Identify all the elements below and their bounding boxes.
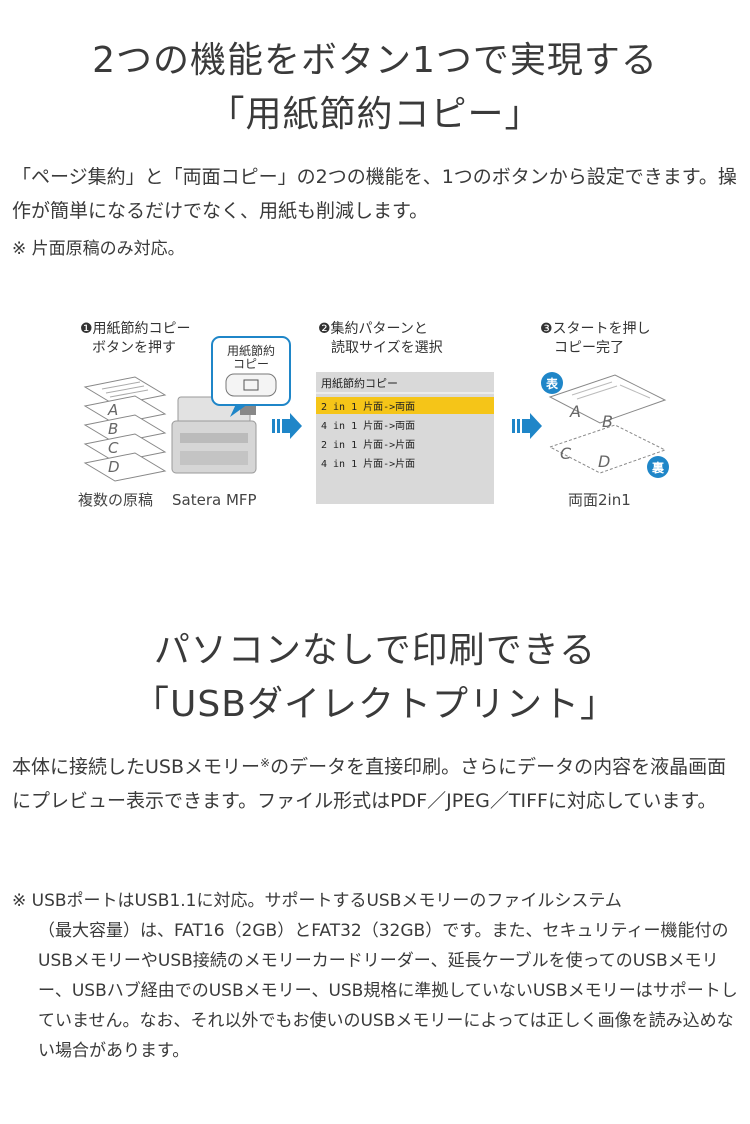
original-letter-b: B	[108, 420, 118, 438]
copy-flow-diagram: ❶用紙節約コピー ボタンを押す A B C D 用紙節約 コピー 複数の原稿 S…	[60, 305, 700, 524]
section2-description: 本体に接続したUSBメモリー※のデータを直接印刷。さらにデータの内容を液晶画面に…	[12, 750, 742, 818]
duplex-result-icon: A B C D	[548, 374, 667, 474]
section1-description: 「ページ集約」と「両面コピー」の2つの機能を、1つのボタンから設定できます。操作…	[12, 166, 737, 222]
callout-label-line2: コピー	[233, 357, 269, 371]
front-badge-icon	[541, 372, 563, 394]
section2-description-footnote-mark: ※	[260, 756, 271, 770]
button-callout: 用紙節約 コピー	[211, 336, 291, 417]
printer-label: Satera MFP	[172, 491, 257, 509]
result-label: 両面2in1	[568, 491, 631, 509]
menu-item-3: 2 in 1 片面->片面	[321, 438, 415, 451]
svg-text:C: C	[560, 444, 572, 463]
menu-item-2: 4 in 1 片面->両面	[321, 419, 415, 432]
section2-description-part2: のデータを直接印刷。さらにデータの内容を液晶画面にプレビュー表示できます。ファイ…	[12, 756, 727, 812]
svg-text:B: B	[602, 412, 613, 431]
menu-item-4: 4 in 1 片面->片面	[321, 457, 415, 470]
step2-label-line2: 読取サイズを選択	[331, 339, 443, 356]
svg-text:A: A	[569, 402, 581, 421]
section1-note: ※ 片面原稿のみ対応。	[12, 239, 185, 259]
arrow-right-icon	[272, 413, 302, 439]
section2-title-line1: パソコンなしで印刷できる	[153, 630, 597, 671]
step3-label-line1: ❸スタートを押し	[540, 321, 651, 337]
originals-label: 複数の原稿	[78, 491, 153, 509]
copy-flow-svg: ❶用紙節約コピー ボタンを押す A B C D 用紙節約 コピー 複数の原稿 S…	[78, 320, 669, 509]
menu-title: 用紙節約コピー	[321, 376, 398, 390]
printer-icon	[171, 396, 257, 474]
section2-note: ※ USBポートはUSB1.1に対応。サポートするUSBメモリーのファイルシステ…	[12, 886, 738, 1066]
arrow-right-icon	[512, 413, 542, 439]
section2-note-lead: ※ USBポートはUSB1.1に対応。サポートするUSBメモリーのファイルシステ…	[12, 891, 622, 911]
section2-note-body: （最大容量）は、FAT16（2GB）とFAT32（32GB）です。また、セキュリ…	[38, 921, 738, 1061]
step1-label-line1: ❶用紙節約コピー	[80, 320, 191, 337]
section2-title-line2: 「USBダイレクトプリント」	[133, 684, 617, 725]
step1-label-line2: ボタンを押す	[92, 340, 176, 356]
menu-item-1: 2 in 1 片面->両面	[321, 400, 415, 413]
section2-description-part1: 本体に接続したUSBメモリー	[12, 756, 261, 778]
front-badge-label: 表	[545, 376, 559, 391]
original-letter-c: C	[108, 439, 119, 457]
copy-button-icon	[225, 373, 277, 397]
section1-title-line1: 2つの機能をボタン1つで実現する	[92, 40, 658, 81]
original-letter-d: D	[108, 458, 120, 476]
back-badge-label: 裏	[651, 460, 665, 475]
stacked-originals-icon: A B C D	[83, 376, 167, 482]
svg-text:D: D	[598, 452, 610, 471]
callout-label-line1: 用紙節約	[227, 343, 275, 358]
step2-label-line1: ❷集約パターンと	[318, 320, 428, 337]
menu-panel: 用紙節約コピー 2 in 1 片面->両面 4 in 1 片面->両面 2 in…	[316, 372, 494, 504]
original-letter-a: A	[107, 401, 118, 419]
section1-title-line2: 「用紙節約コピー」	[208, 94, 542, 135]
back-badge-icon	[647, 456, 669, 478]
menu-highlight	[316, 397, 494, 414]
step3-label-line2: コピー完了	[554, 340, 624, 356]
